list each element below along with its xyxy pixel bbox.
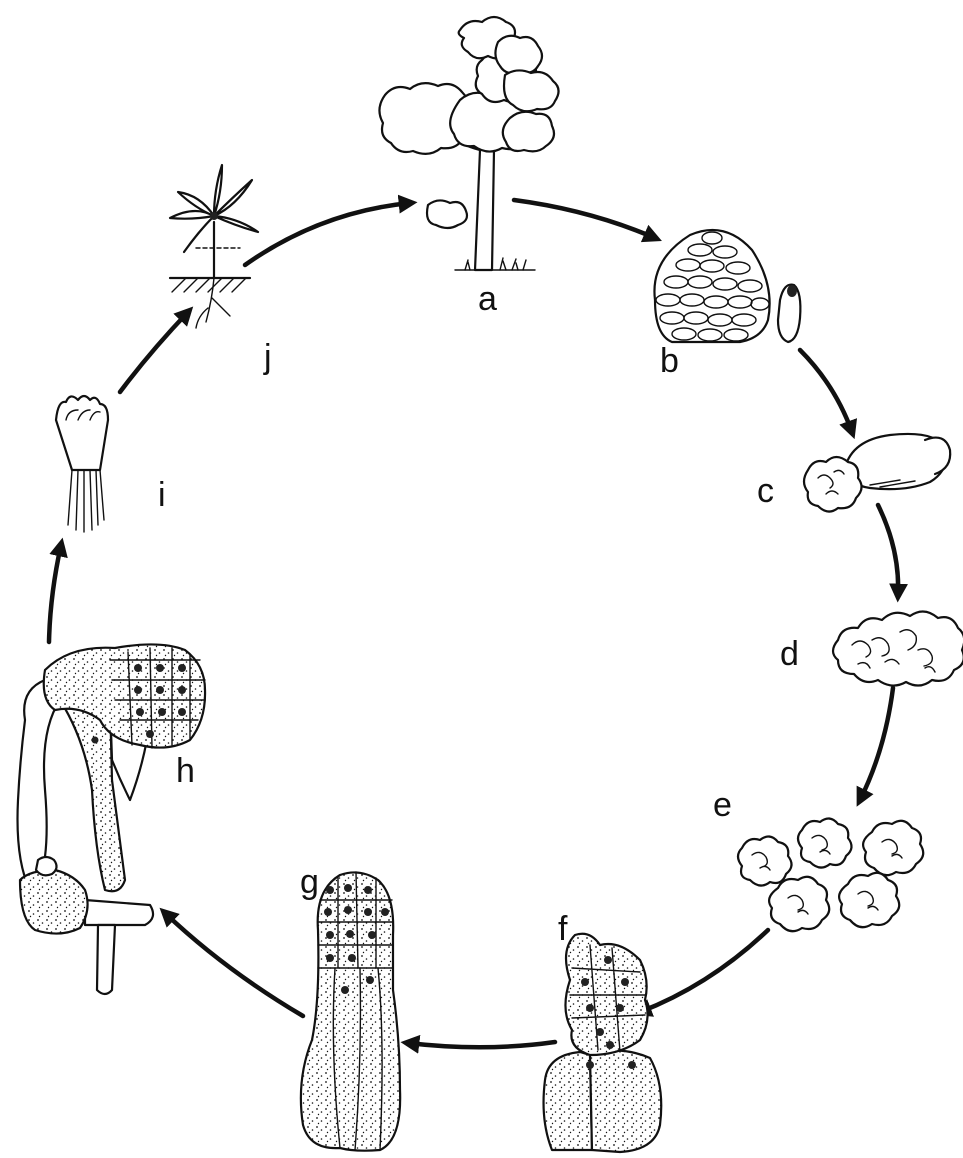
callus-mass-icon: d	[780, 611, 963, 685]
label-h: h	[176, 752, 195, 790]
label-i: i	[158, 476, 166, 514]
label-g: g	[300, 863, 319, 901]
arrow-c-to-d	[878, 505, 898, 595]
arrow-g-to-h	[165, 913, 303, 1016]
early-embryo-icon: f	[544, 910, 662, 1152]
label-f: f	[558, 910, 568, 948]
seed-with-callus-icon: c	[757, 434, 950, 512]
label-c: c	[757, 472, 774, 510]
arrow-e-to-f	[640, 930, 768, 1012]
label-e: e	[713, 786, 732, 824]
somatic-embryo-icon: g	[300, 863, 400, 1151]
arrow-i-to-j	[120, 312, 188, 392]
embryo-with-suspensor-icon: h	[18, 644, 206, 994]
label-d: d	[780, 635, 799, 673]
label-b: b	[660, 342, 679, 380]
arrow-d-to-e	[860, 688, 893, 800]
arrow-a-to-b	[514, 200, 655, 238]
pine-cone-and-seed-icon: b	[654, 230, 800, 380]
cotyledonary-embryo-icon: i	[56, 396, 166, 532]
callus-clumps-icon: e	[713, 786, 923, 931]
seedling-icon: j	[170, 165, 272, 376]
arrow-h-to-i	[49, 545, 61, 642]
arrow-j-to-a	[245, 203, 410, 265]
arrow-f-to-g	[408, 1042, 555, 1047]
cycle-arrows	[49, 200, 898, 1047]
arrow-b-to-c	[800, 350, 852, 432]
label-j: j	[263, 338, 272, 376]
label-a: a	[478, 280, 497, 318]
pine-tree-icon: a	[379, 17, 558, 318]
